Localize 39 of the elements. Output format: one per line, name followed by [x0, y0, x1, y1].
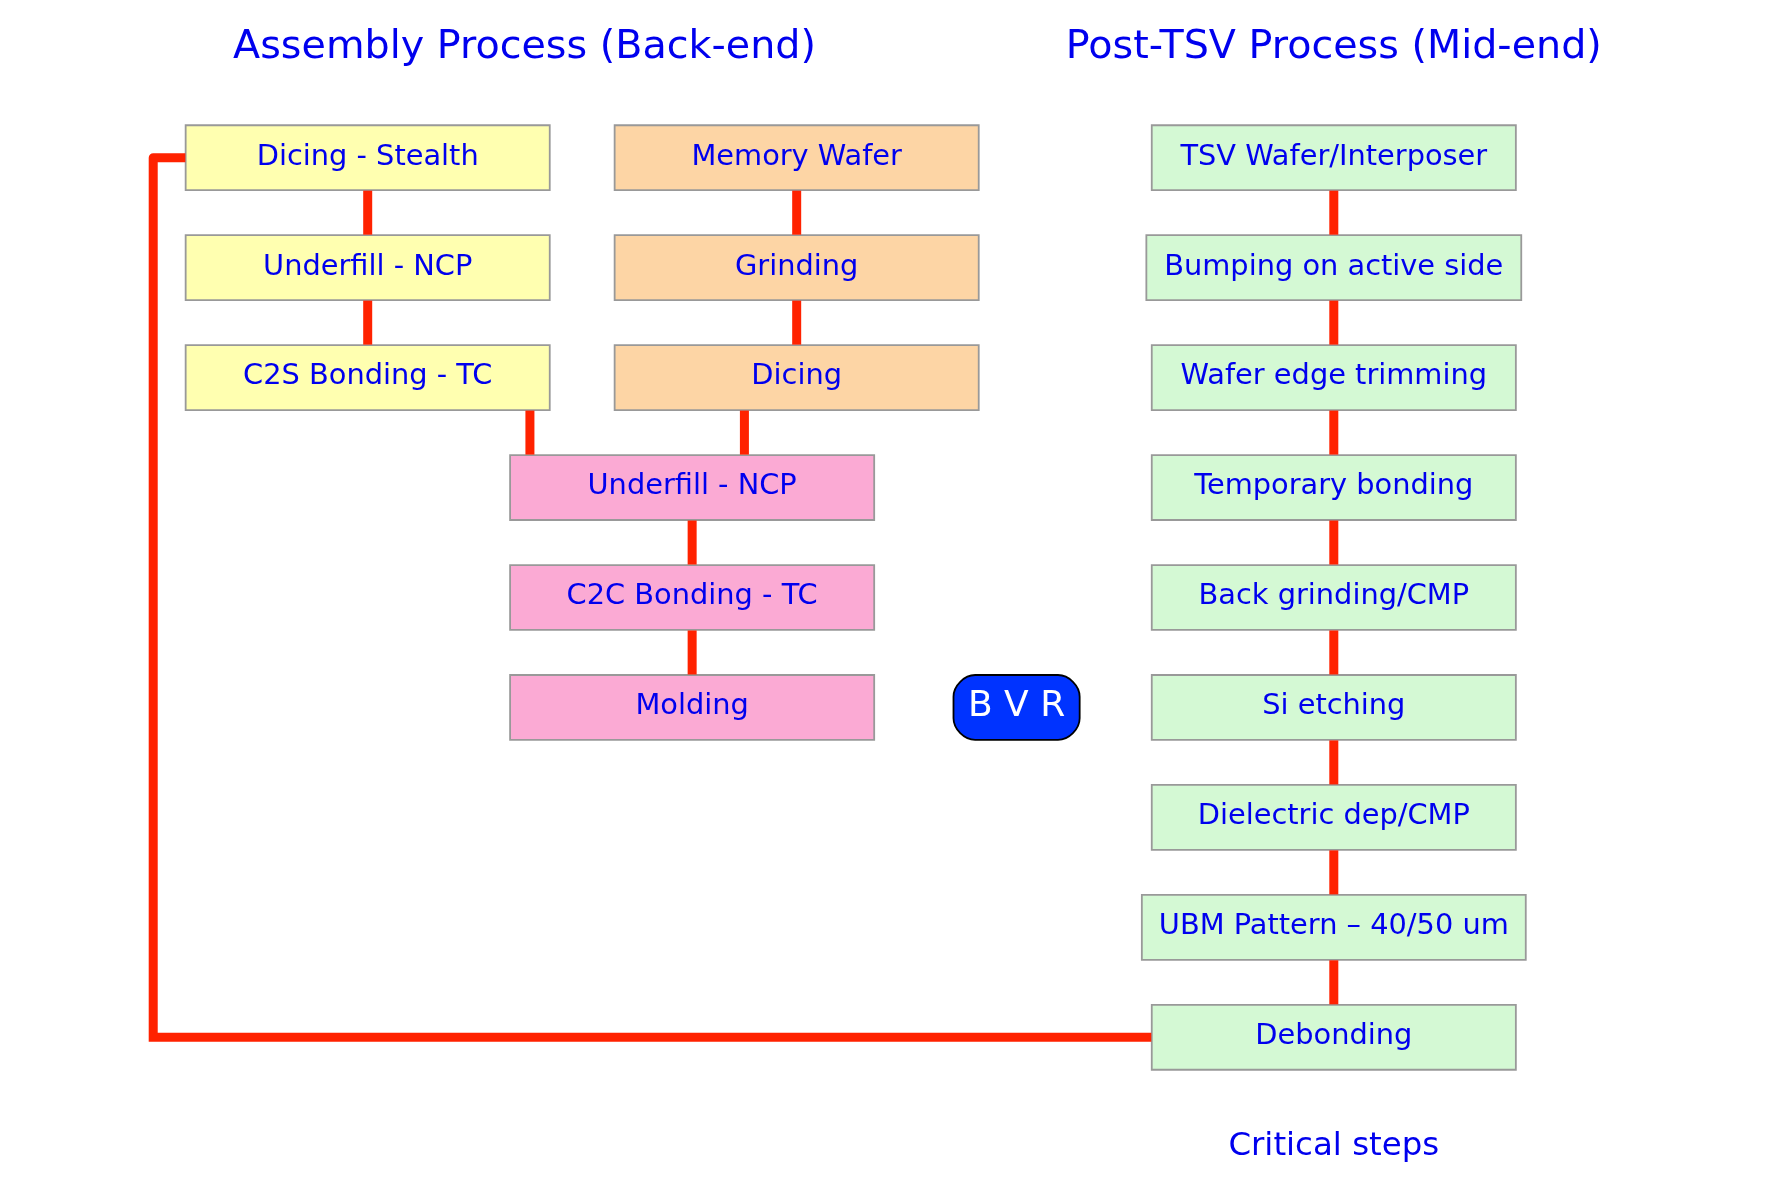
node-box: Back grinding/CMP: [1150, 564, 1517, 631]
connector: [1328, 300, 1338, 345]
label: Assembly Process (Back-end): [232, 20, 816, 67]
connector: [1328, 740, 1338, 785]
node-box: Dicing - Stealth: [184, 124, 551, 192]
connector: [1328, 410, 1338, 455]
connector: [791, 300, 801, 345]
node-box: Dicing: [613, 344, 980, 411]
label: Post-TSV Process (Mid-end): [1065, 20, 1602, 67]
node-box: TSV Wafer/Interposer: [1150, 124, 1517, 192]
node-box: Dielectric dep/CMP: [1150, 784, 1517, 851]
connector: [791, 190, 801, 235]
connector: [1328, 850, 1338, 895]
node-box: C2C Bonding - TC: [508, 564, 875, 631]
label: Critical steps: [1227, 1125, 1439, 1164]
node-box: B V R: [952, 674, 1081, 741]
connector: [1328, 960, 1338, 1005]
connector: [1328, 190, 1338, 235]
node-box: UBM Pattern – 40/50 um: [1140, 894, 1527, 961]
node-box: C2S Bonding - TC: [184, 344, 551, 411]
node-box: Bumping on active side: [1144, 234, 1522, 301]
node-box: Grinding: [613, 234, 980, 301]
connector: [687, 520, 697, 565]
node-box: Si etching: [1150, 674, 1517, 741]
node-box: Molding: [508, 674, 875, 741]
node-box: Debonding: [1150, 1003, 1517, 1071]
connector: [362, 190, 372, 235]
connector: [148, 153, 1151, 1042]
connector: [739, 410, 749, 455]
node-box: Underfill - NCP: [508, 454, 875, 521]
connector: [524, 410, 534, 455]
node-box: Wafer edge trimming: [1150, 344, 1517, 411]
connector: [1328, 630, 1338, 675]
connector: [687, 630, 697, 675]
node-box: Memory Wafer: [613, 124, 980, 192]
connector: [1328, 520, 1338, 565]
node-box: Temporary bonding: [1150, 454, 1517, 521]
node-box: Underfill - NCP: [184, 234, 551, 301]
connector: [362, 300, 372, 345]
